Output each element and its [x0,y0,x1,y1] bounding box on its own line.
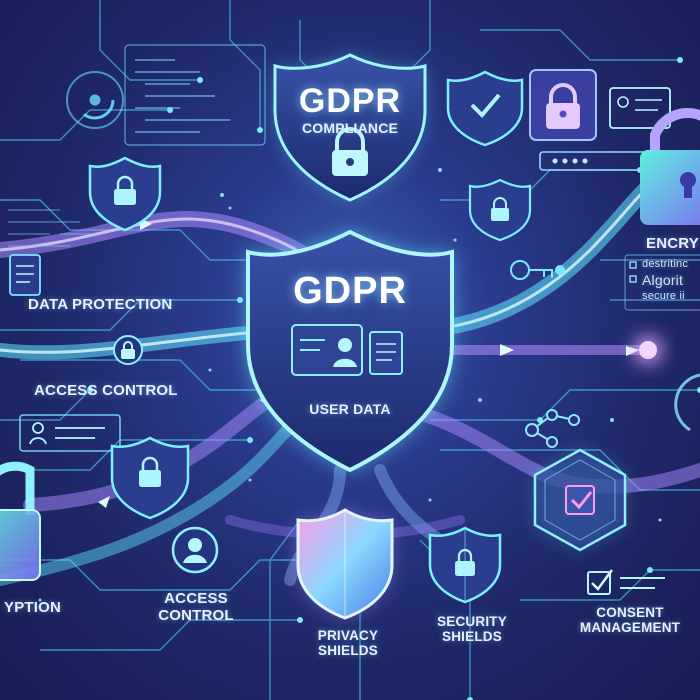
security-line-2: SHIELDS [442,629,502,645]
label-security-shields: SECURITY SHIELDS [424,614,520,644]
label-data-protection: DATA PROTECTION [28,296,173,313]
document-icon [369,331,403,375]
label-access-control: ACCESS CONTROL [34,382,178,399]
algo-line-2: Algorit [642,271,684,288]
compliance-subtitle: COMPLIANCE [301,120,399,136]
consent-line-1: CONSENT [596,605,664,620]
privacy-line-2: SHIELDS [318,643,378,659]
lock-icon [0,461,41,581]
check-icon [470,93,501,118]
user-data-subtitle: USER DATA [309,401,391,417]
access-line-1: ACCESS [164,590,228,607]
shield-user-data [246,229,454,473]
label-encryption-right: ENCRY [646,235,699,252]
security-line-1: SECURITY [437,614,507,629]
consent-hexagon [533,448,627,552]
sparkles [38,168,662,602]
id-card-icon [291,324,363,376]
gauge-icon [66,71,124,129]
label-access-control-bottom: ACCESS CONTROL [146,590,246,625]
shield-compliance [273,53,427,202]
user-data-title: GDPR [293,270,407,312]
id-card-icon [609,87,671,129]
label-privacy-shields: PRIVACY SHIELDS [300,628,396,658]
network-icon [525,409,580,448]
shield-lock-right [468,178,532,242]
shield-check-top [446,70,524,147]
algo-line-3: secure ii [642,289,685,302]
access-line-2: CONTROL [158,606,234,624]
lock-icon [640,108,700,225]
user-card-left [19,414,121,452]
code-panel [124,44,266,146]
shield-security [428,526,502,604]
lock-box [529,69,597,141]
lock-icon [114,175,136,205]
shield-lock-lower [110,436,190,520]
code-lines-left [8,209,95,247]
gear-icon [510,260,565,280]
ring-icon [674,373,700,432]
compliance-title: GDPR [298,82,402,120]
privacy-line-1: PRIVACY [317,628,379,643]
document-icon [9,254,41,296]
consent-line-2: MANAGEMENT [579,620,681,636]
label-encryption-left: YPTION [4,599,62,616]
user-icon [171,526,219,574]
lock-icon [332,127,368,176]
algo-line-1: destritinc [642,258,689,270]
algo-text: destritinc Algorit secure ii [642,258,688,303]
label-consent-management: CONSENT MANAGEMENT [570,605,690,635]
lock-badge [113,335,143,365]
shield-privacy [296,508,394,620]
algo-panel [624,254,700,311]
check-icon [570,491,593,510]
shield-lock-left [88,156,162,232]
data-streams [0,152,700,586]
checkbox-icon [587,569,665,595]
